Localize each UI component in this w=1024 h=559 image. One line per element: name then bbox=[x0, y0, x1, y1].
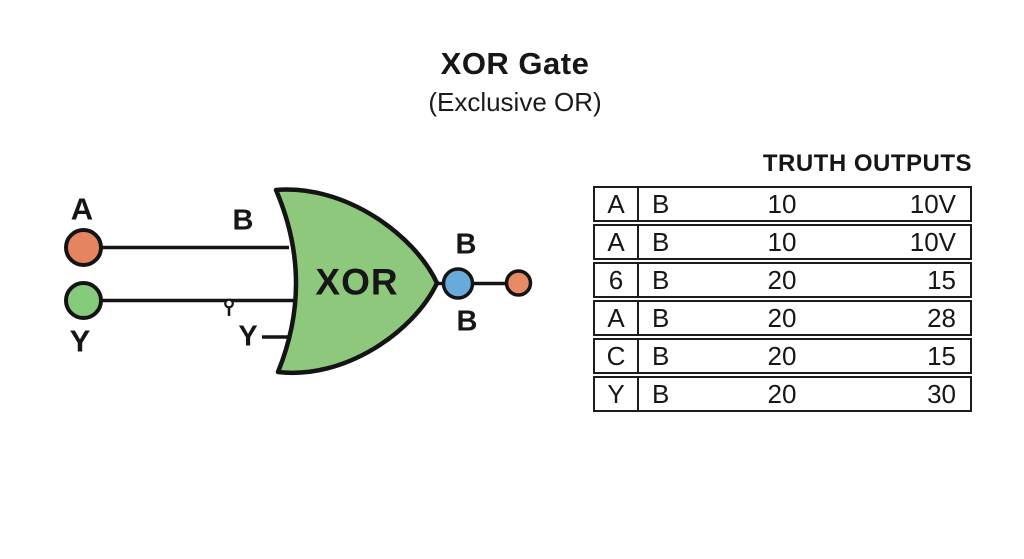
table-cell: A bbox=[595, 226, 639, 258]
table-cell: 10 bbox=[767, 227, 797, 257]
table-cell: 15 bbox=[927, 265, 956, 295]
wire-y-label: Y bbox=[238, 320, 258, 353]
output-b-bottom-label: B bbox=[456, 305, 478, 338]
table-cell: Y bbox=[595, 378, 639, 410]
table-cell: A bbox=[595, 302, 639, 334]
page-title: XOR Gate bbox=[440, 46, 590, 81]
wire-b-label: B bbox=[232, 204, 254, 237]
table-cell: B bbox=[652, 303, 670, 333]
table-cell: 30 bbox=[927, 379, 956, 409]
output-node bbox=[441, 267, 475, 300]
table-cell: 10V bbox=[909, 227, 956, 257]
table-cell: 15 bbox=[927, 341, 956, 371]
test-point-icon bbox=[224, 298, 234, 309]
table-cell: 6 bbox=[595, 264, 639, 296]
input-a-label: A bbox=[70, 191, 94, 227]
table-cell: 20 bbox=[767, 265, 797, 295]
table-cell: 20 bbox=[767, 379, 797, 409]
table-cell: 10V bbox=[909, 189, 956, 219]
table-cell: 10 bbox=[767, 189, 797, 219]
output-b-top-label: B bbox=[455, 228, 477, 261]
xor-gate-shape bbox=[273, 187, 440, 376]
page-subtitle: (Exclusive OR) bbox=[428, 87, 602, 117]
table-cell: 20 bbox=[767, 303, 797, 333]
table-cell: B bbox=[652, 189, 670, 219]
table-cell: B bbox=[652, 379, 670, 409]
gate-name-label: XOR bbox=[315, 261, 399, 303]
input-node-y bbox=[64, 281, 103, 320]
output-terminal-node bbox=[504, 269, 533, 297]
table-cell: B bbox=[652, 341, 670, 371]
table-cell: A bbox=[595, 188, 639, 220]
table-cell: B bbox=[652, 265, 670, 295]
table-cell: B bbox=[652, 227, 670, 257]
table-cell: C bbox=[595, 340, 639, 372]
truth-table-header: TRUTH OUTPUTS bbox=[762, 150, 972, 177]
input-node-a bbox=[64, 228, 103, 267]
input-y-label: Y bbox=[69, 323, 91, 359]
table-cell: 20 bbox=[767, 341, 797, 371]
table-cell: 28 bbox=[927, 303, 956, 333]
title-block: XOR Gate (Exclusive OR) bbox=[315, 46, 715, 118]
